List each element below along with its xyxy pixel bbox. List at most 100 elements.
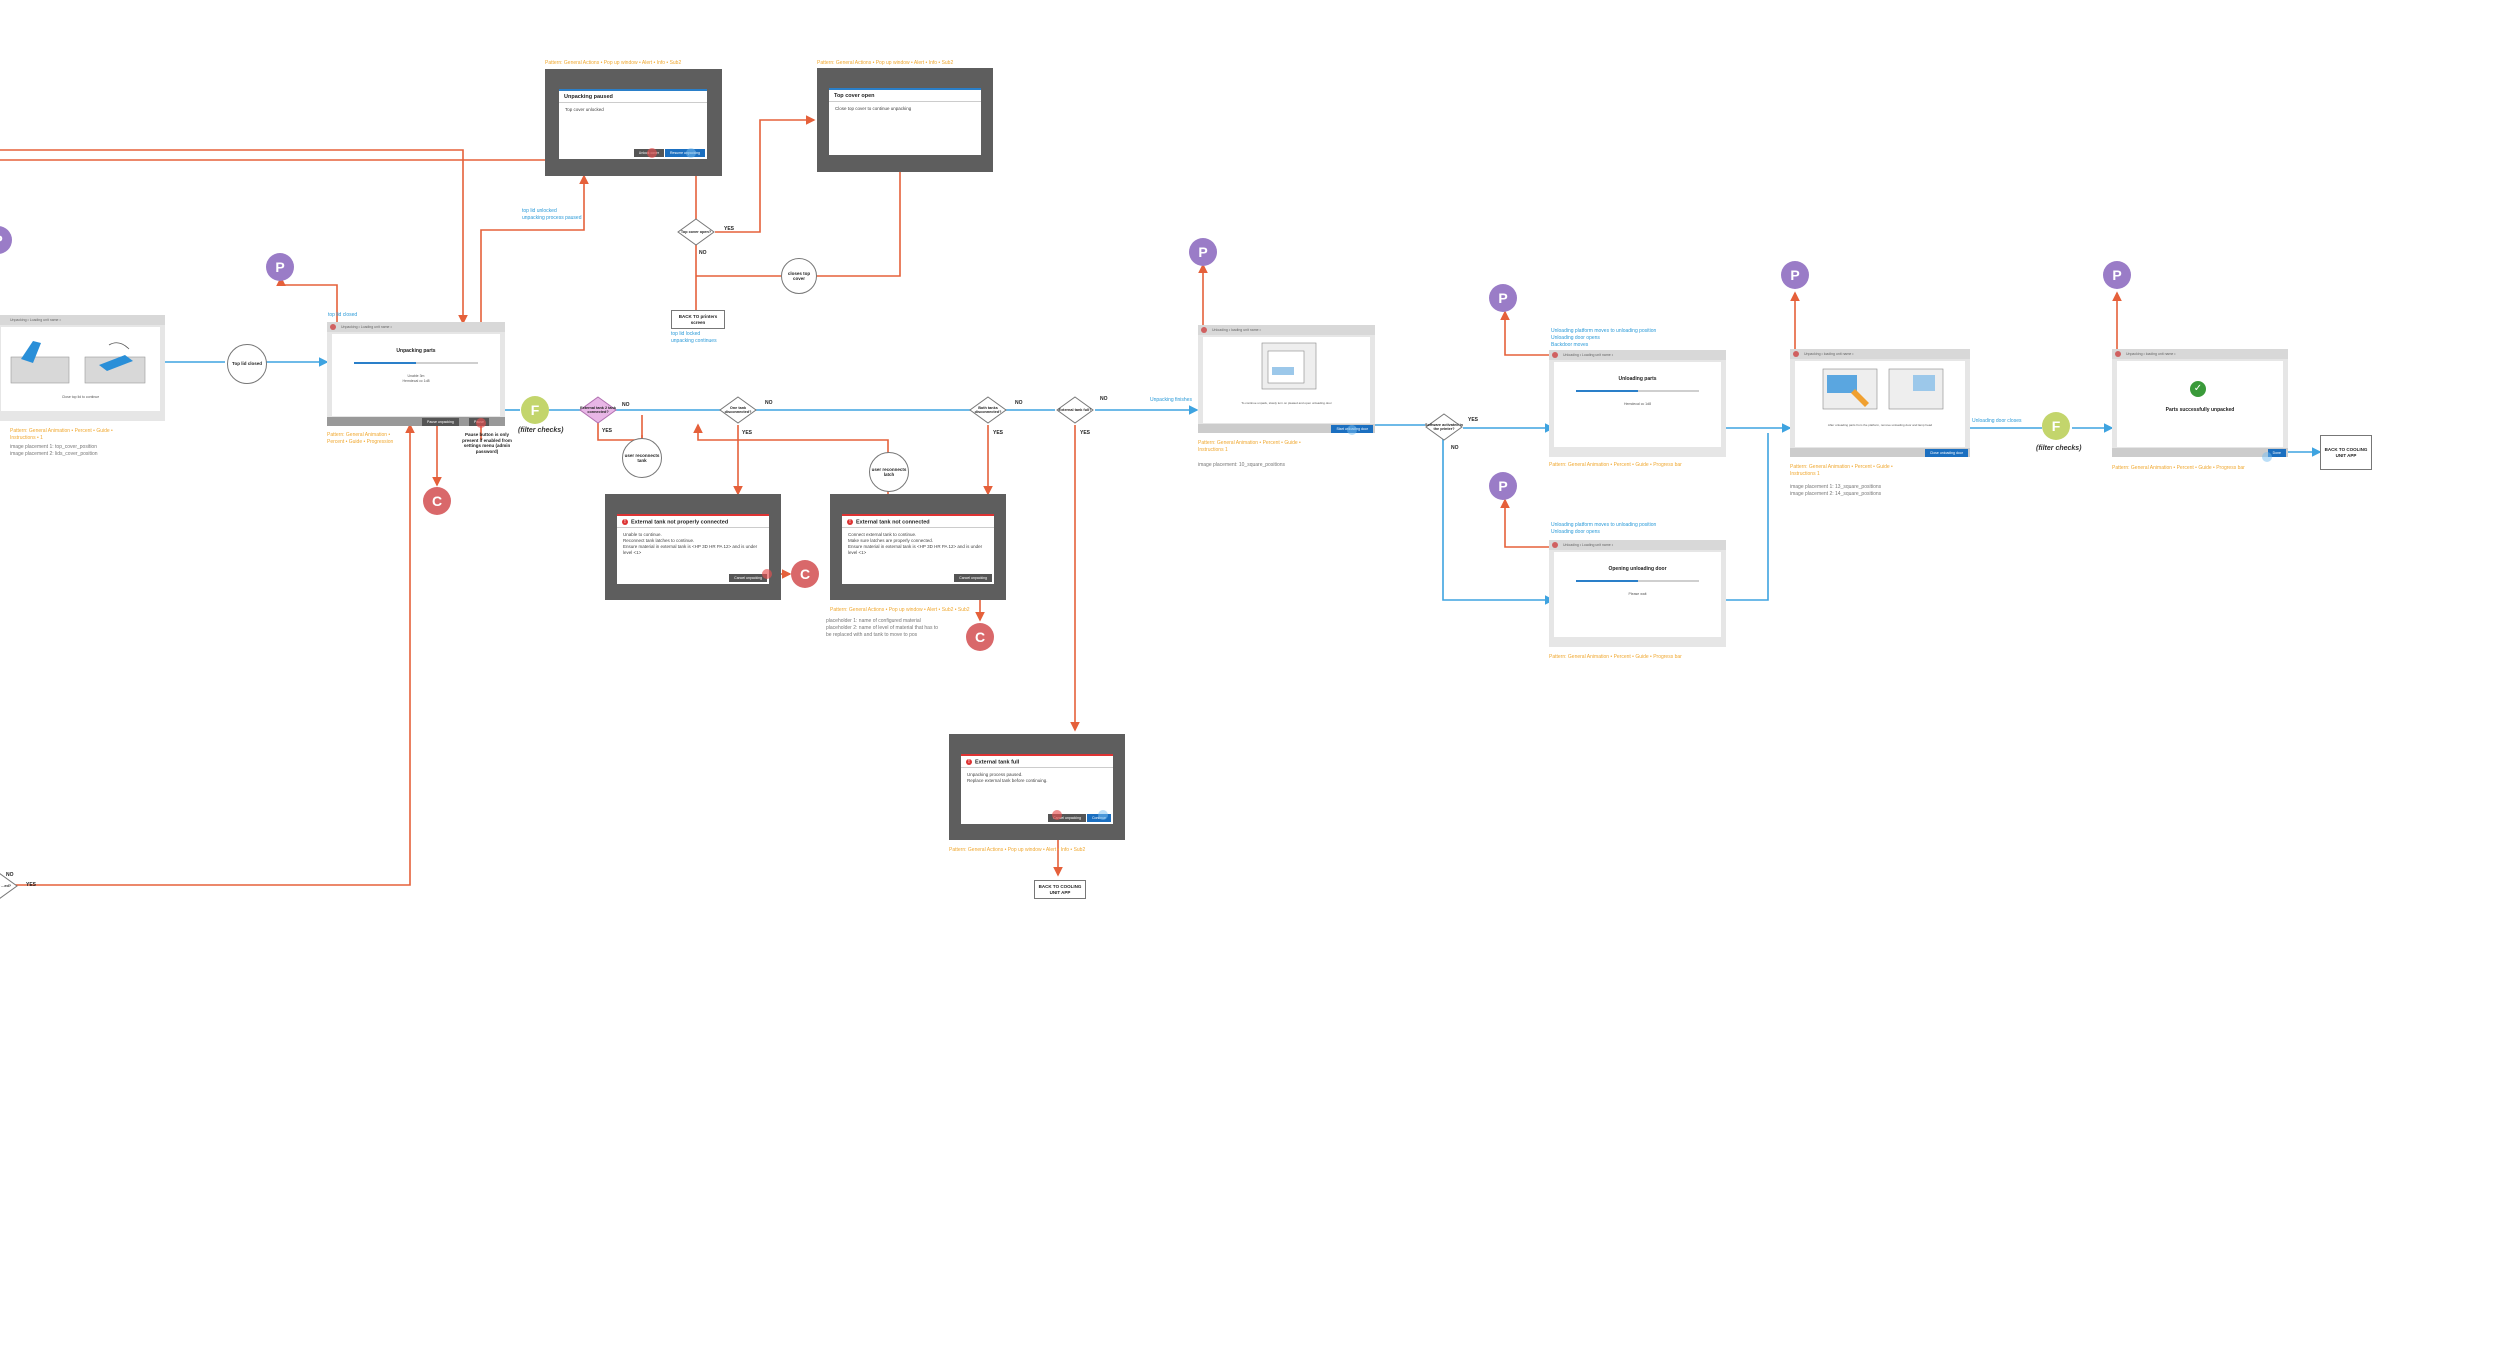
f-badge: F xyxy=(2042,412,2070,440)
note-unloading-door-image: image placement: 10_square_positions xyxy=(1198,462,1285,468)
parts-unpacked-screen: Unpacking • loading unit name • ✓ Parts … xyxy=(2112,349,2288,457)
screen-header: Unloading • loading unit name • xyxy=(1198,325,1375,335)
tank-full-dialog: !External tank full Unpacking process pa… xyxy=(961,754,1113,824)
screen-title: Opening unloading door xyxy=(1608,566,1667,572)
top-cover-open-frame: Top cover open Close top cover to contin… xyxy=(817,68,993,172)
tap-marker xyxy=(476,418,486,428)
label-no: NO xyxy=(6,872,14,878)
unloading-progress xyxy=(1576,390,1699,392)
node-user-reconnects-tank: user reconnects tank xyxy=(622,438,662,478)
screen-header: Unpacking • loading unit name • xyxy=(2112,349,2288,359)
screen-sub: Hemdecal cc 1d8 xyxy=(1623,402,1652,406)
note-success-pattern: Pattern: General Animation • Percent • G… xyxy=(2112,465,2245,471)
decision-label: Top cover open? xyxy=(680,229,712,234)
screen-title: Parts successfully unpacked xyxy=(2165,407,2235,413)
label-yes: YES xyxy=(26,882,37,888)
label-no: NO xyxy=(1100,396,1108,402)
cancel-unpacking-button[interactable]: Cancel unpacking xyxy=(954,574,992,582)
node-user-reconnects-latch: user reconnects latch xyxy=(869,452,909,492)
note-unpacking-finishes: Unpacking finishes xyxy=(1150,397,1192,403)
note-top-lid-unlocked: top lid unlocked unpacking process pause… xyxy=(522,208,582,221)
screen-header: Unloading • Loading unit name • xyxy=(1549,540,1726,550)
note-top-lid-locked: top lid locked unpacking continues xyxy=(671,331,717,344)
screen-header: Unpacking • loading unit name • xyxy=(1790,349,1970,359)
decision-label: External tank full? xyxy=(1058,407,1092,412)
label-yes: YES xyxy=(742,430,753,436)
printer-illustration xyxy=(1261,342,1317,390)
done-button[interactable]: Done xyxy=(2267,449,2286,457)
label-no: NO xyxy=(765,400,773,406)
note-door-closes: Unloading door closes xyxy=(1972,418,2022,424)
top-lid-illustration xyxy=(10,341,146,384)
p-badge: P xyxy=(1489,472,1517,500)
label-no: NO xyxy=(622,402,630,408)
wire-software-no xyxy=(1442,438,1555,605)
unpacking-parts-screen: Unpacking • Loading unit name • Unpackin… xyxy=(327,322,505,426)
decision-both-tanks-disconnected: Both tanks disconnected? xyxy=(969,396,1007,424)
note-unpacking-paused-pattern: Pattern: General Actions • Pop up window… xyxy=(545,60,682,66)
tap-marker xyxy=(686,148,696,158)
wire-opening-to-remove xyxy=(1726,433,1769,601)
label-no: NO xyxy=(1015,400,1023,406)
note-top-lid-closed: top lid closed xyxy=(328,312,358,318)
label-no: NO xyxy=(1451,445,1459,451)
note-top-cover-pattern: Pattern: General Actions • Pop up window… xyxy=(817,60,954,66)
note-unloading-parts-pattern: Pattern: General Animation • Percent • G… xyxy=(1549,462,1682,468)
tank-not-properly-connected-frame: !External tank not properly connected Un… xyxy=(605,494,781,600)
opening-progress xyxy=(1576,580,1699,582)
note-unloading-parts-blue: Unloading platform moves to unloading po… xyxy=(1551,328,1657,348)
cancel-unpacking-button[interactable]: Cancel unpacking xyxy=(729,574,767,582)
top-cover-open-dialog: Top cover open Close top cover to contin… xyxy=(829,88,981,155)
decision-cover-cut: ...cover ...ed? xyxy=(0,872,18,900)
wire-unpacking-p xyxy=(276,276,338,323)
close-top-lid-screen: Unpacking • Loading unit name • Close to… xyxy=(0,315,165,421)
dialog-body: Connect external tank to continue. Make … xyxy=(848,532,983,556)
error-icon: ! xyxy=(622,519,628,525)
note-tank-pattern: Pattern: General Actions • Pop up window… xyxy=(830,607,970,613)
back-to-printers-box: BACK TO printers screen xyxy=(671,310,725,329)
remove-parts-illustration xyxy=(1822,368,1944,410)
close-unloading-door-button[interactable]: Close unloading door xyxy=(1924,449,1968,457)
unloading-parts-screen: Unloading • Loading unit name • Unloadin… xyxy=(1549,350,1726,457)
screen-title: Unpacking parts xyxy=(396,348,436,354)
decision-label: Both tanks disconnected? xyxy=(974,405,1002,415)
dialog-title: !External tank not connected xyxy=(842,516,994,529)
tap-marker xyxy=(2262,452,2272,462)
tap-marker xyxy=(762,569,772,579)
dialog-body: Unable to continue. Reconnect tank latch… xyxy=(623,532,758,556)
resume-unpacking-button[interactable]: Resume unpacking xyxy=(665,149,705,157)
tank-full-frame: !External tank full Unpacking process pa… xyxy=(949,734,1125,840)
tank-not-properly-connected-dialog: !External tank not properly connected Un… xyxy=(617,514,769,584)
note-remove-pattern: Pattern: General Animation • Percent • G… xyxy=(1790,464,1893,477)
note-remove-images: image placement 1: 13_square_positions i… xyxy=(1790,484,1882,497)
p-badge: P xyxy=(266,253,294,281)
note-opening-pattern: Pattern: General Animation • Percent • G… xyxy=(1549,654,1682,660)
back-to-cooling-unit-box: BACK TO COOLING UNIT APP xyxy=(1034,880,1086,899)
dialog-body: Unpacking process paused. Replace extern… xyxy=(967,772,1048,784)
filter-checks-label: (filter checks) xyxy=(2036,445,2082,452)
success-check-icon: ✓ xyxy=(2190,381,2206,397)
label-yes: YES xyxy=(724,226,735,232)
decision-one-tank-disconnected: One tank disconnected? xyxy=(719,396,757,424)
hint-pause-button: Pause button is only present if enabled … xyxy=(462,432,512,454)
note-first-images: image placement 1: top_cover_position im… xyxy=(10,444,98,457)
note-opening-blue: Unloading platform moves to unloading po… xyxy=(1551,522,1657,535)
pause-unpacking-button[interactable]: Pause unpacking xyxy=(422,418,459,426)
note-unpacking-pattern: Pattern: General Animation • Percent • G… xyxy=(327,432,394,445)
cancel-unpacking-button[interactable]: Cancel unpacking xyxy=(1048,814,1086,822)
wire-topcover-to-closes xyxy=(815,172,901,277)
tank-not-connected-frame: !External tank not connected Connect ext… xyxy=(830,494,1006,600)
node-top-lid-closed: Top lid closed xyxy=(227,344,267,384)
back-to-cooling-unit-box: BACK TO COOLING UNIT APP xyxy=(2320,435,2372,470)
decision-top-cover-open: Top cover open? xyxy=(677,218,715,246)
screen-sub: Hemdecal cc 1d8 xyxy=(402,379,430,383)
screen-sub: Unable 3m xyxy=(407,374,425,378)
label-yes: YES xyxy=(993,430,1004,436)
decision-software-activated: Software activated in the printer? xyxy=(1425,413,1463,441)
unloading-door-screen: Unloading • loading unit name • To conti… xyxy=(1198,325,1375,433)
error-icon: ! xyxy=(966,759,972,765)
screen-caption: To continue unpack, slowly turn on pleat… xyxy=(1241,401,1332,405)
unpacking-progress xyxy=(354,362,478,364)
tap-marker xyxy=(1347,425,1357,435)
